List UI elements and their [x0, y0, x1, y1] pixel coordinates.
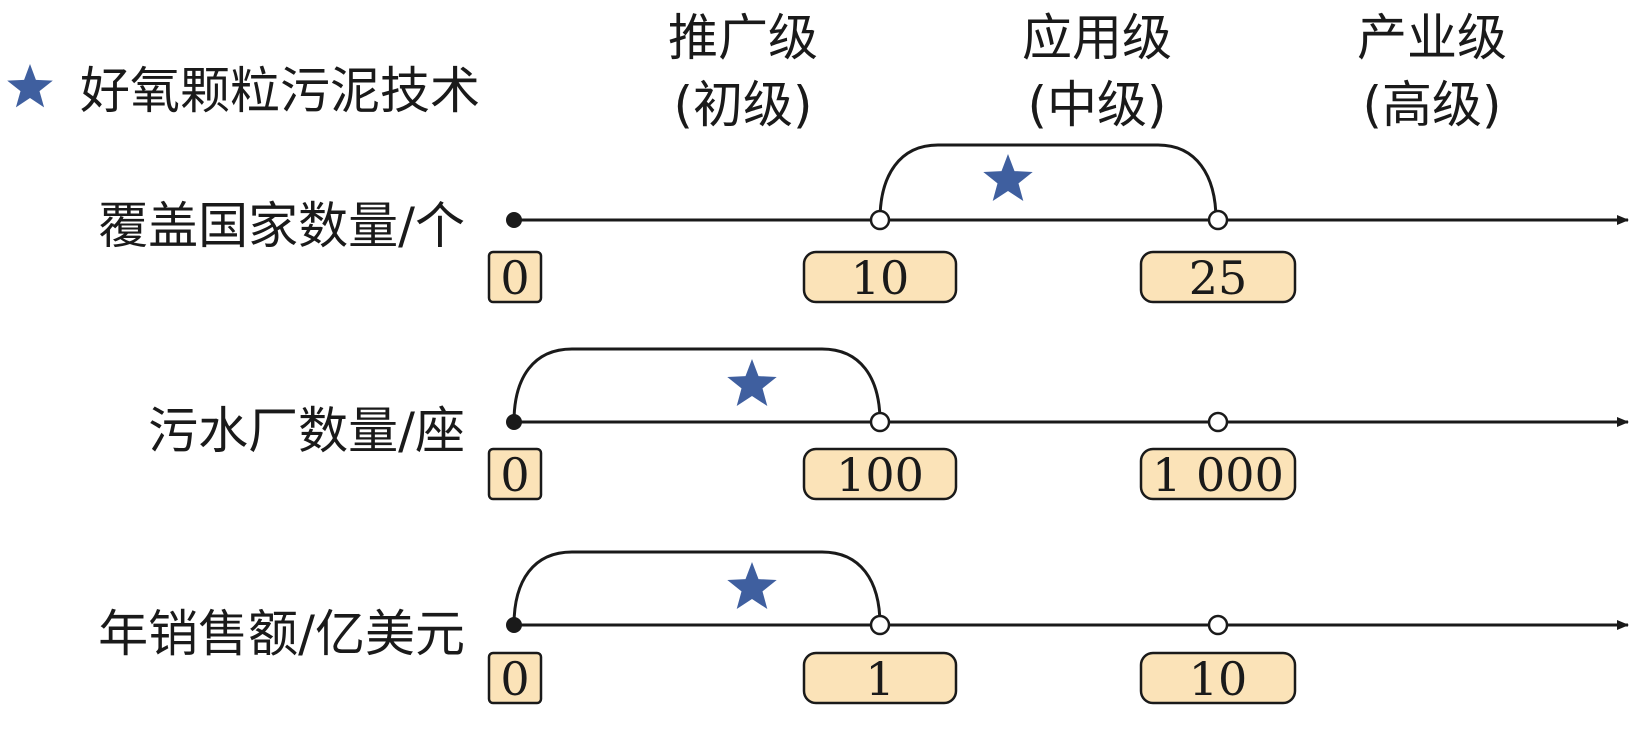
stage-title-2: 应用级 — [1022, 9, 1172, 67]
tick-box — [487, 447, 543, 501]
row-label-countries: 覆盖国家数量/个 — [98, 197, 465, 255]
stage-subtitle-2: (中级) — [1027, 76, 1166, 134]
stage-header-3: 产业级 (高级) — [1357, 9, 1507, 134]
tick-box — [1139, 447, 1297, 501]
tick-box — [487, 250, 543, 304]
boundary-dot — [869, 614, 891, 636]
legend: 好氧颗粒污泥技术 — [7, 62, 480, 120]
tick-label: 25 — [1189, 251, 1248, 305]
boundary-dot — [869, 209, 891, 231]
row-plants: 0 100 1 000 — [487, 347, 1629, 502]
legend-label: 好氧颗粒污泥技术 — [80, 62, 480, 120]
start-dot — [506, 212, 522, 228]
range-bracket — [512, 347, 882, 423]
boundary-dot — [1207, 411, 1229, 433]
stage-title-1: 推广级 — [668, 9, 818, 67]
star-icon — [7, 64, 53, 108]
tick-box — [1139, 651, 1297, 705]
tick-label: 1 000 — [1152, 448, 1284, 502]
row-countries: 0 10 25 — [487, 143, 1629, 305]
tick-box — [487, 651, 543, 705]
tick-label: 0 — [500, 652, 529, 706]
stage-header-2: 应用级 (中级) — [1022, 9, 1172, 134]
tick-label: 1 — [865, 652, 894, 706]
stage-title-3: 产业级 — [1357, 9, 1507, 67]
start-dot — [506, 414, 522, 430]
star-icon — [983, 154, 1033, 201]
tick-box — [802, 447, 958, 501]
star-icon — [727, 562, 777, 609]
row-label-sales: 年销售额/亿美元 — [98, 605, 465, 663]
range-bracket — [512, 550, 882, 626]
stage-header-1: 推广级 (初级) — [668, 9, 818, 134]
boundary-dot — [869, 411, 891, 433]
tick-label: 0 — [500, 448, 529, 502]
row-label-plants: 污水厂数量/座 — [148, 402, 465, 460]
start-dot — [506, 617, 522, 633]
star-icon — [727, 359, 777, 406]
tick-label: 0 — [500, 251, 529, 305]
tick-label: 10 — [1189, 652, 1248, 706]
tick-box — [1139, 250, 1297, 304]
boundary-dot — [1207, 614, 1229, 636]
stage-subtitle-3: (高级) — [1362, 76, 1501, 134]
row-sales: 0 1 10 — [487, 550, 1629, 706]
range-bracket — [878, 143, 1218, 221]
boundary-dot — [1207, 209, 1229, 231]
tick-box — [802, 250, 958, 304]
stage-subtitle-1: (初级) — [673, 76, 812, 134]
tick-label: 100 — [836, 448, 924, 502]
tick-box — [802, 651, 958, 705]
tick-label: 10 — [851, 251, 910, 305]
